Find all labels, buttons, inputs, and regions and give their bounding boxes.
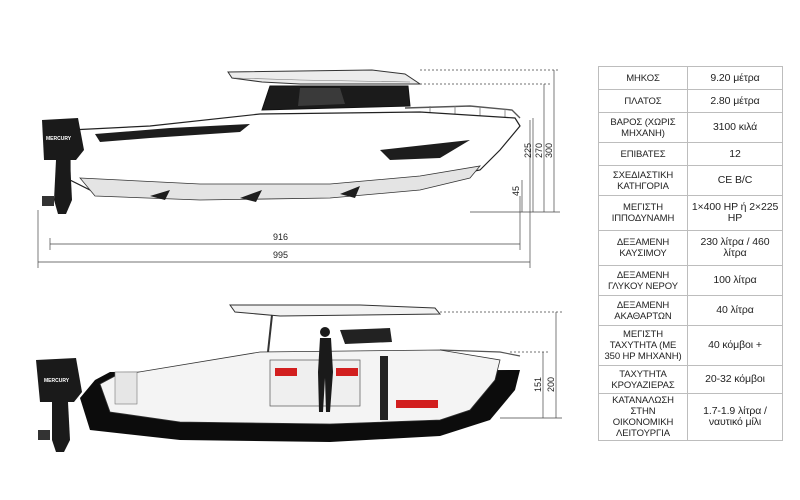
spec-label: ΜΕΓΙΣΤΗ ΙΠΠΟΔΥΝΑΜΗ xyxy=(598,195,688,231)
spec-value: 9.20 μέτρα xyxy=(687,66,783,90)
outboard-engine-icon: MERCURY xyxy=(42,118,84,214)
spec-label: ΔΕΞΑΜΕΝΗ ΓΛΥΚΟΥ ΝΕΡΟΥ xyxy=(598,265,688,296)
spec-value: 20-32 κόμβοι xyxy=(687,365,783,394)
dim-section-height-inner: 151 xyxy=(533,377,543,392)
section-dimensions xyxy=(440,311,562,419)
spec-label: ΕΠΙΒΑΤΕΣ xyxy=(598,142,688,166)
dim-length-waterline: 916 xyxy=(273,232,288,242)
spec-value: CE B/C xyxy=(687,165,783,196)
spec-label: ΔΕΞΑΜΕΝΗ ΑΚΑΘΑΡΤΩΝ xyxy=(598,295,688,326)
side-dimensions xyxy=(37,69,560,268)
engine-brand-label: MERCURY xyxy=(46,136,72,142)
dim-section-height-total: 200 xyxy=(546,377,556,392)
spec-value: 40 λίτρα xyxy=(687,295,783,326)
dim-height-mid: 270 xyxy=(534,143,544,158)
spec-label: ΚΑΤΑΝΑΛΩΣΗ ΣΤΗΝ ΟΙΚΟΝΟΜΙΚΗ ΛΕΙΤΟΥΡΓΙΑ xyxy=(598,393,688,441)
engine-brand-label: MERCURY xyxy=(44,378,70,384)
boat-side-profile: MERCURY xyxy=(42,69,521,214)
spec-value: 12 xyxy=(687,142,783,166)
dim-height-total: 300 xyxy=(544,143,554,158)
spec-row: ΒΑΡΟΣ (ΧΩΡΙΣ ΜΗΧΑΝΗ)3100 κιλά xyxy=(598,112,783,143)
person-figure-icon xyxy=(318,327,333,412)
spec-value: 100 λίτρα xyxy=(687,265,783,296)
dim-draft: 45 xyxy=(511,186,521,196)
dim-height-hull: 225 xyxy=(523,143,533,158)
boat-drawings: MERCURY 916 995 300 270 225 45 xyxy=(36,69,562,452)
spec-value: 1.7-1.9 λίτρα / ναυτικό μίλι xyxy=(687,393,783,441)
spec-label: ΤΑΧΥΤΗΤΑ ΚΡΟΥΑΖΙΕΡΑΣ xyxy=(598,365,688,394)
dim-length-overall: 995 xyxy=(273,250,288,260)
spec-value: 2.80 μέτρα xyxy=(687,89,783,113)
spec-value: 230 λίτρα / 460 λίτρα xyxy=(687,230,783,266)
outboard-engine-icon: MERCURY xyxy=(36,358,82,452)
spec-value: 3100 κιλά xyxy=(687,112,783,143)
boat-section-view: MERCURY xyxy=(36,304,521,452)
spec-value: 40 κόμβοι + xyxy=(687,325,783,366)
spec-label: ΒΑΡΟΣ (ΧΩΡΙΣ ΜΗΧΑΝΗ) xyxy=(598,112,688,143)
spec-value: 1×400 HP ή 2×225 HP xyxy=(687,195,783,231)
spec-label: ΠΛΑΤΟΣ xyxy=(598,89,688,113)
spec-row: ΜΕΓΙΣΤΗ ΤΑΧΥΤΗΤΑ (ΜΕ 350 HP ΜΗΧΑΝΗ)40 κό… xyxy=(598,325,783,366)
spec-label: ΔΕΞΑΜΕΝΗ ΚΑΥΣΙΜΟΥ xyxy=(598,230,688,266)
spec-label: ΜΕΓΙΣΤΗ ΤΑΧΥΤΗΤΑ (ΜΕ 350 HP ΜΗΧΑΝΗ) xyxy=(598,325,688,366)
spec-label: ΣΧΕΔΙΑΣΤΙΚΗ ΚΑΤΗΓΟΡΙΑ xyxy=(598,165,688,196)
spec-label: ΜΗΚΟΣ xyxy=(598,66,688,90)
